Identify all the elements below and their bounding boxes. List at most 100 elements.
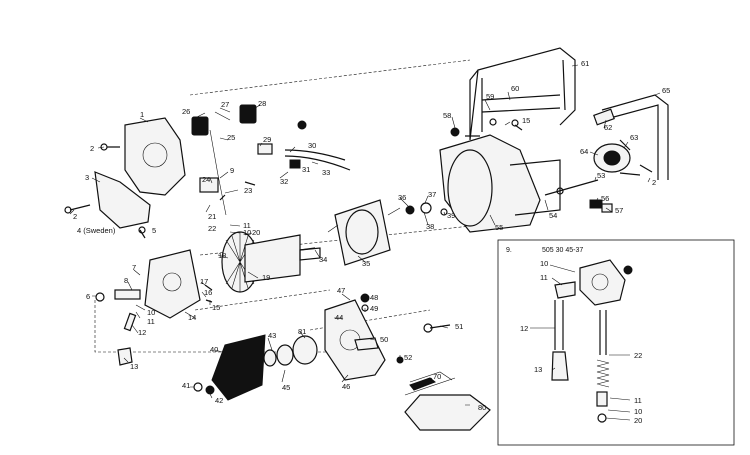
callout-label: 40 [210,345,218,354]
callout-label: 45 [282,383,290,392]
switch [199,177,219,193]
inset-part-number: 505 30 45-37 [542,247,583,254]
callout-label: 10 [147,308,155,317]
screws [64,118,653,303]
motor-housing [439,134,561,233]
callout-label: 43 [268,331,276,340]
bearing-housing [144,249,201,319]
brush-holder-left [191,116,209,136]
inset-label: 11 [540,273,548,282]
callout-label: 13 [130,362,138,371]
inset-label: 10 [634,407,642,416]
callout-label: 16 [204,288,212,297]
chain-cover [211,334,266,401]
callout-label: 46 [342,382,350,391]
callout-label: 55 [495,223,503,232]
callout-label: 81 [298,327,306,336]
inset-label: 10 [540,259,548,268]
callout-label: 2 [652,178,656,187]
lower-guard [94,171,151,229]
callout-label: 14 [188,313,196,322]
wire-bundle [284,149,351,171]
callout-label: 38 [426,222,434,231]
assembly-outline-lower [194,289,431,331]
leader-lines [69,64,661,421]
callout-label: 24 [202,175,210,184]
callout-label: 3 [85,173,89,182]
callout-label: 36 [398,193,406,202]
callout-label: 30 [308,141,316,150]
callout-label: 15 [212,303,220,312]
callout-label: 37 [428,190,436,199]
callout-label: 48 [370,293,378,302]
callout-label: 26 [182,107,190,116]
callout-label: 59 [486,92,494,101]
callout-label: 6 [86,292,90,301]
front-handle [601,94,669,180]
callout-label: 20 [252,228,260,237]
callout-label: 42 [215,396,223,405]
armature [221,231,321,293]
callout-label: 23 [244,186,252,195]
inset-label: 13 [534,365,542,374]
callout-label: 47 [337,286,345,295]
callout-label: 31 [302,165,310,174]
callout-label: 2 [90,144,94,153]
callout-label: 53 [597,171,605,180]
callout-label: 25 [227,133,235,142]
inset-label: 22 [634,351,642,360]
callout-label: 34 [319,255,327,264]
stator [327,199,401,266]
gear-81 [292,335,318,365]
callout-label: 29 [263,135,271,144]
inset-label: 12 [520,324,528,333]
callout-label: 56 [601,194,609,203]
callout-label: 41 [182,381,190,390]
callout-label: 39 [447,211,455,220]
callout-label: 7 [132,263,136,272]
callout-label: 52 [404,353,412,362]
callout-label: 21 [208,212,216,221]
callout-label: 65 [662,86,670,95]
gearbox [324,299,386,381]
callout-label: 57 [615,206,623,215]
callout-label: 5 [152,226,156,235]
callout-label: 10 [243,228,251,237]
end-cap [117,347,133,366]
callout-label: 54 [549,211,557,220]
callout-label: 60 [511,84,519,93]
guide-bar [404,371,491,431]
callout-label: 11 [147,317,155,326]
callout-label: 80 [478,403,486,412]
callout-label: 1 [140,110,144,119]
callout-label: 62 [604,123,612,132]
inset-label: 20 [634,416,642,425]
callout-label: 61 [581,59,589,68]
oil-pump-assembly [551,259,633,423]
callout-label: 28 [258,99,266,108]
inset-box [497,239,735,446]
callout-label: 2 [73,212,77,221]
callout-label: 49 [370,304,378,313]
guard-plate [124,117,186,196]
screw-51 [429,324,451,329]
callout-label: 64 [580,147,588,156]
callout-label: 4 (Sweden) [77,226,116,235]
callout-label: 18 [218,251,226,260]
callout-label: 8 [124,276,128,285]
callout-label: 15 [522,116,530,125]
top-handle [469,47,576,141]
callout-label: 35 [362,259,370,268]
callout-label: 63 [630,133,638,142]
callout-label: 27 [221,100,229,109]
callout-label: 32 [280,177,288,186]
callout-label: 33 [322,168,330,177]
callout-label: 17 [200,277,208,286]
callout-label: 9 [230,166,234,175]
inset-label: 11 [634,396,642,405]
gear-cover [593,143,631,173]
callout-label: 19 [262,273,270,282]
